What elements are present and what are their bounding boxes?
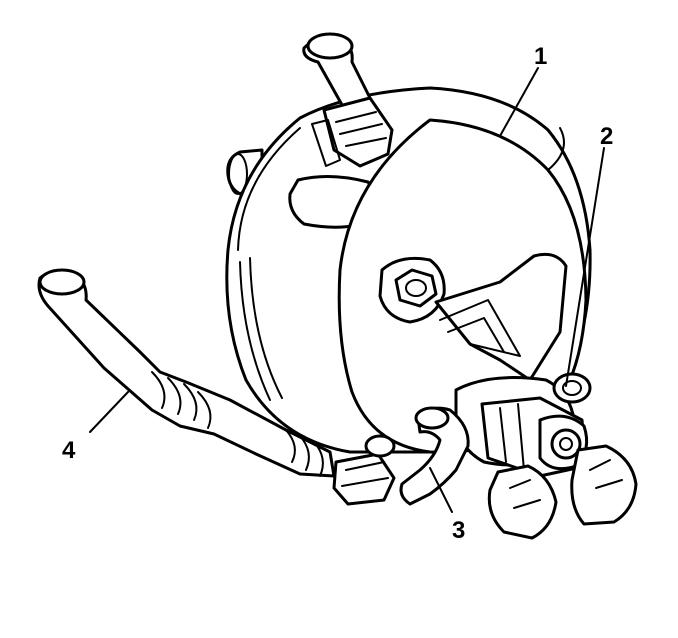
vacuum-hose-3 <box>332 406 470 506</box>
vacuum-hose-4 <box>37 268 336 478</box>
leader-line-3 <box>429 467 453 513</box>
leader-line-4 <box>89 391 129 433</box>
vacuum-check-valve <box>302 32 394 168</box>
callout-1: 1 <box>534 43 547 70</box>
callout-3: 3 <box>452 517 465 544</box>
leader-lines <box>89 67 605 513</box>
callout-4: 4 <box>62 437 76 464</box>
leader-line-2 <box>565 147 605 387</box>
sensor-assembly <box>480 396 638 540</box>
leader-line-1 <box>499 67 539 137</box>
mounting-stud-nut <box>378 256 446 324</box>
callout-2: 2 <box>600 123 613 150</box>
